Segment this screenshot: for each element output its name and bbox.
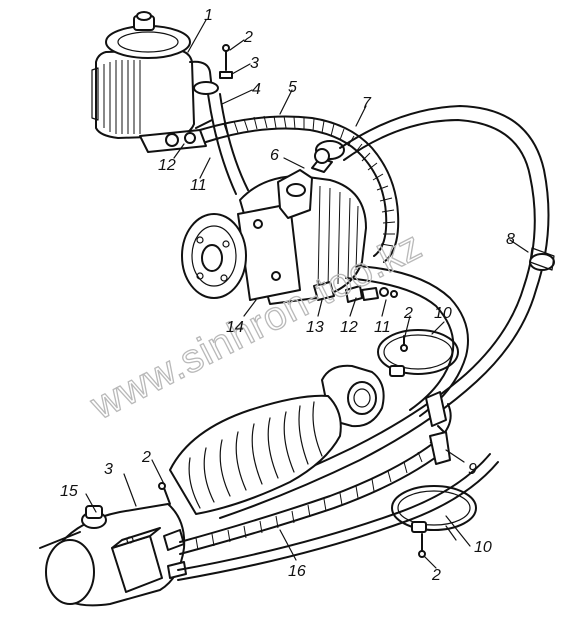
callout-14: 14 [226, 319, 244, 336]
callout-16: 16 [288, 563, 306, 580]
callout-labels: 1 2 3 4 5 6 7 8 9 10 11 12 13 14 15 16 2… [60, 7, 515, 584]
oil-reservoir [91, 11, 219, 153]
corrugated-hose-5 [199, 115, 400, 263]
callout-7: 7 [362, 95, 372, 112]
callout-2-clamp: 2 [403, 305, 413, 322]
hose-4-upper [207, 93, 237, 195]
callout-8: 8 [506, 231, 515, 248]
hydraulic-pump [181, 157, 367, 305]
callout-3-top: 3 [250, 55, 259, 72]
callout-3-cylinder: 3 [104, 461, 113, 478]
bolt-2-3-cylinder [158, 482, 171, 505]
hose-7-8 [213, 105, 555, 519]
callout-2-cylinder: 2 [141, 449, 151, 466]
callout-12-pump: 12 [340, 319, 358, 336]
bolt-2-3-top [219, 44, 233, 79]
callout-11-top: 11 [190, 177, 207, 194]
callout-2-top: 2 [243, 29, 253, 46]
clamp-10-upper [377, 329, 459, 377]
callout-9: 9 [468, 461, 477, 478]
callout-1: 1 [204, 7, 213, 24]
callout-12-top: 12 [158, 157, 176, 174]
callout-10-lower: 10 [474, 539, 492, 556]
callout-13: 13 [306, 319, 324, 336]
bracket-9 [425, 391, 451, 465]
leader-lines [85, 19, 529, 569]
callout-11-pump: 11 [374, 319, 391, 336]
callout-15: 15 [60, 483, 78, 500]
pump-outlet-hose [345, 265, 469, 417]
callout-10-upper: 10 [434, 305, 452, 322]
hose-4-lower [219, 93, 249, 191]
callout-5: 5 [288, 79, 297, 96]
callout-4: 4 [252, 81, 261, 98]
corrugated-hose-16 [177, 403, 499, 581]
callout-6: 6 [270, 147, 279, 164]
callout-2-bottom: 2 [431, 567, 441, 584]
clamp-10-lower [391, 485, 477, 558]
steering-cylinder [39, 364, 385, 607]
